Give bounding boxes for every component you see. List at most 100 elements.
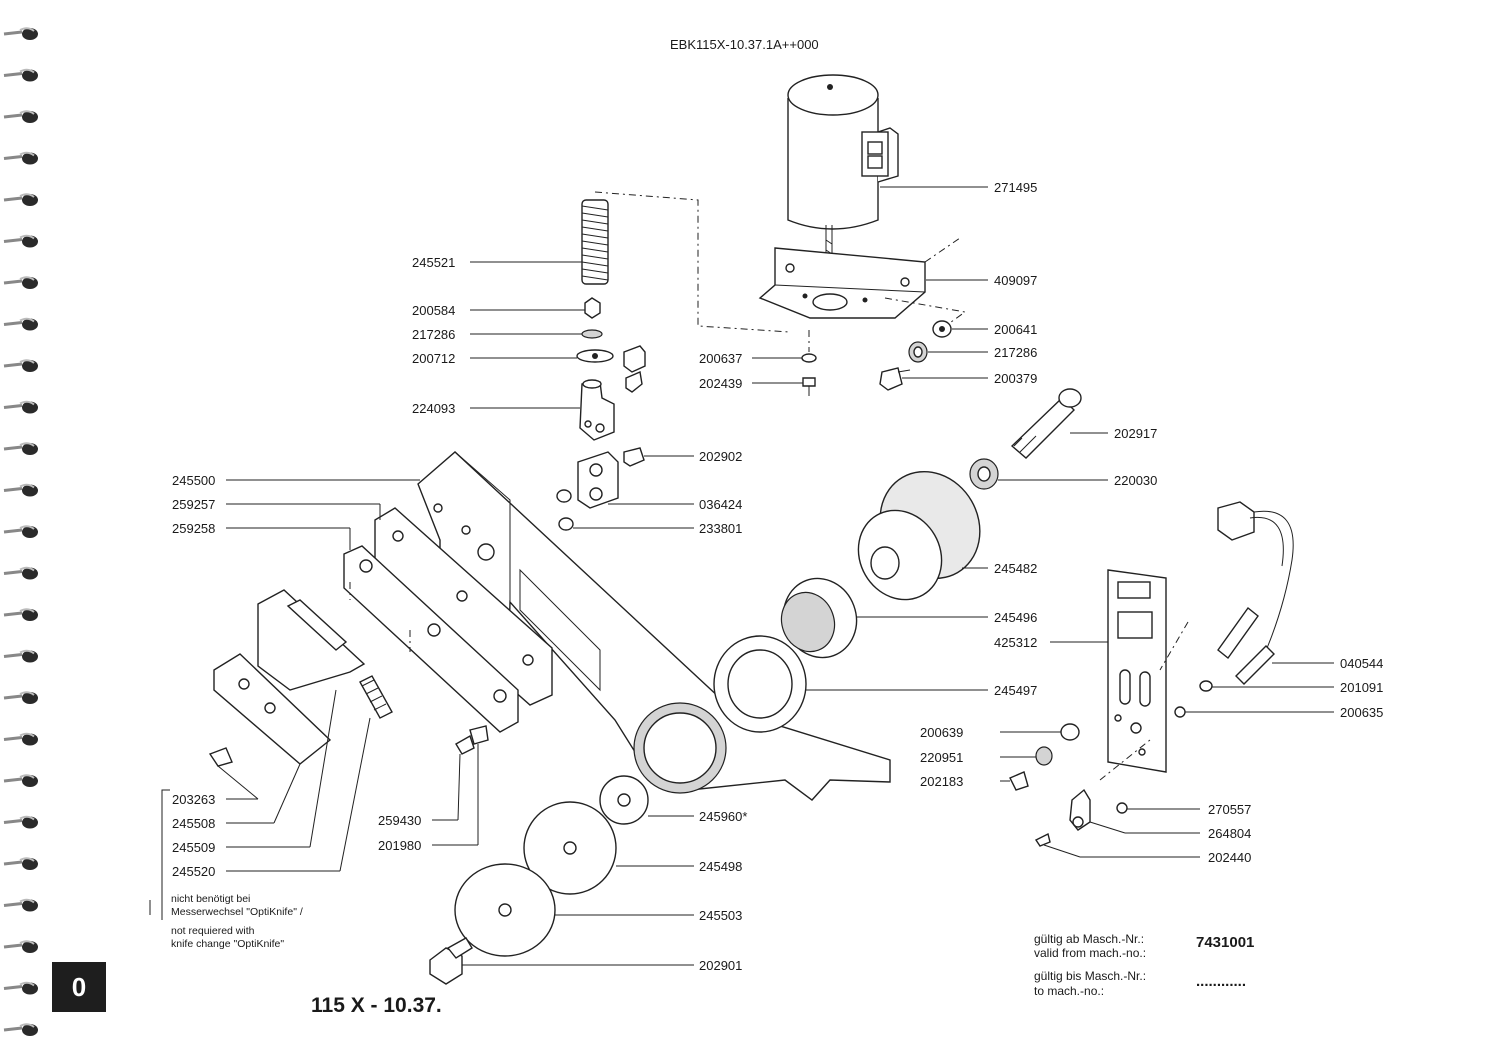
sensor-plate-assembly bbox=[1009, 501, 1294, 847]
part-label: 245496 bbox=[994, 610, 1037, 625]
part-label: 220030 bbox=[1114, 473, 1157, 488]
part-label: 203263 bbox=[172, 792, 215, 807]
part-label: 245521 bbox=[412, 255, 455, 270]
part-label: 201980 bbox=[378, 838, 421, 853]
part-label: 202183 bbox=[920, 774, 963, 789]
part-label: 202440 bbox=[1208, 850, 1251, 865]
note-de-line1: nicht benötigt bei bbox=[171, 893, 250, 905]
part-label: 233801 bbox=[699, 521, 742, 536]
part-label: 259258 bbox=[172, 521, 215, 536]
part-label: 200637 bbox=[699, 351, 742, 366]
note-en-line1: not requiered with bbox=[171, 925, 255, 937]
part-label: 040544 bbox=[1340, 656, 1383, 671]
binding-ring bbox=[3, 68, 38, 82]
part-label: 245960* bbox=[699, 809, 747, 824]
part-label: 270557 bbox=[1208, 802, 1251, 817]
knife-holder-arm bbox=[417, 451, 891, 801]
plates-left bbox=[343, 507, 553, 733]
part-label: 200639 bbox=[920, 725, 963, 740]
part-label: 202901 bbox=[699, 958, 742, 973]
part-label: 259430 bbox=[378, 813, 421, 828]
part-label: 245503 bbox=[699, 908, 742, 923]
valid-from-number: 7431001 bbox=[1196, 934, 1254, 951]
binding-ring bbox=[3, 774, 38, 787]
part-label: 200584 bbox=[412, 303, 455, 318]
binding-ring bbox=[3, 649, 38, 663]
binding-ring bbox=[3, 27, 38, 40]
spiral-binding bbox=[3, 27, 38, 1036]
eccentric-block bbox=[556, 447, 645, 531]
page-title: 115 X - 10.37. bbox=[311, 994, 442, 1017]
note-de-line2: Messerwechsel "OptiKnife" / bbox=[171, 906, 303, 918]
binding-ring bbox=[3, 608, 38, 621]
part-label: 200712 bbox=[412, 351, 455, 366]
binding-ring bbox=[3, 691, 38, 704]
part-label: 245498 bbox=[699, 859, 742, 874]
part-label: 271495 bbox=[994, 180, 1037, 195]
part-label: 202439 bbox=[699, 376, 742, 391]
valid-to-en: to mach.-no.: bbox=[1034, 984, 1104, 998]
binding-ring bbox=[3, 566, 38, 580]
valid-to-de: gültig bis Masch.-Nr.: bbox=[1034, 969, 1146, 983]
validity-block: gültig ab Masch.-Nr.: valid from mach.-n… bbox=[1034, 932, 1254, 998]
valid-from-de: gültig ab Masch.-Nr.: bbox=[1034, 932, 1144, 946]
long-screw-and-washer bbox=[969, 388, 1082, 490]
binding-ring bbox=[3, 317, 38, 331]
part-labels: 271495 409097 200641 217286 200379 24552… bbox=[172, 180, 1383, 973]
part-label: 409097 bbox=[994, 273, 1037, 288]
motor-bracket bbox=[758, 237, 967, 331]
binding-ring bbox=[3, 400, 38, 414]
binding-ring bbox=[3, 732, 38, 746]
binding-ring bbox=[3, 193, 38, 206]
part-label: 224093 bbox=[412, 401, 455, 416]
binding-ring bbox=[3, 898, 38, 912]
binding-ring bbox=[3, 483, 38, 497]
part-label: 245500 bbox=[172, 473, 215, 488]
part-label: 200641 bbox=[994, 322, 1037, 337]
part-label: 245509 bbox=[172, 840, 215, 855]
page-number: 0 bbox=[71, 971, 87, 1002]
part-label: 264804 bbox=[1208, 826, 1251, 841]
part-label: 245497 bbox=[994, 683, 1037, 698]
motor bbox=[787, 74, 899, 280]
binding-ring bbox=[3, 1023, 38, 1036]
part-label: 245482 bbox=[994, 561, 1037, 576]
valid-to-number: ............ bbox=[1196, 973, 1246, 990]
part-label: 425312 bbox=[994, 635, 1037, 650]
part-label: 200635 bbox=[1340, 705, 1383, 720]
part-label: 259257 bbox=[172, 497, 215, 512]
part-label: 220951 bbox=[920, 750, 963, 765]
binding-ring bbox=[3, 234, 38, 248]
note-en-line2: knife change "OptiKnife" bbox=[171, 938, 284, 950]
page-number-badge: 0 bbox=[52, 962, 106, 1012]
part-label: 200379 bbox=[994, 371, 1037, 386]
part-label: 217286 bbox=[412, 327, 455, 342]
part-label: 202917 bbox=[1114, 426, 1157, 441]
part-label: 245520 bbox=[172, 864, 215, 879]
part-label: 217286 bbox=[994, 345, 1037, 360]
binding-ring bbox=[3, 110, 38, 123]
knife-plates bbox=[208, 589, 489, 767]
binding-ring bbox=[3, 981, 38, 995]
binding-ring bbox=[3, 940, 38, 953]
rollers-and-discs bbox=[429, 470, 981, 985]
part-label: 202902 bbox=[699, 449, 742, 464]
binding-ring bbox=[3, 525, 38, 538]
spring-assembly-left bbox=[576, 191, 791, 441]
part-label: 036424 bbox=[699, 497, 742, 512]
screw-under-bracket bbox=[801, 330, 817, 396]
optiknife-note: nicht benötigt bei Messerwechsel "OptiKn… bbox=[171, 893, 303, 950]
part-label: 245508 bbox=[172, 816, 215, 831]
washers-motor-right bbox=[879, 320, 952, 391]
binding-ring bbox=[3, 857, 38, 870]
leader-lines bbox=[149, 186, 1334, 966]
binding-ring bbox=[3, 442, 38, 455]
valid-from-en: valid from mach.-no.: bbox=[1034, 946, 1146, 960]
binding-ring bbox=[3, 359, 38, 372]
drawing-code: EBK115X-10.37.1A++000 bbox=[670, 37, 819, 52]
binding-ring bbox=[3, 276, 38, 289]
part-label: 201091 bbox=[1340, 680, 1383, 695]
binding-ring bbox=[3, 815, 38, 829]
binding-ring bbox=[3, 151, 38, 165]
